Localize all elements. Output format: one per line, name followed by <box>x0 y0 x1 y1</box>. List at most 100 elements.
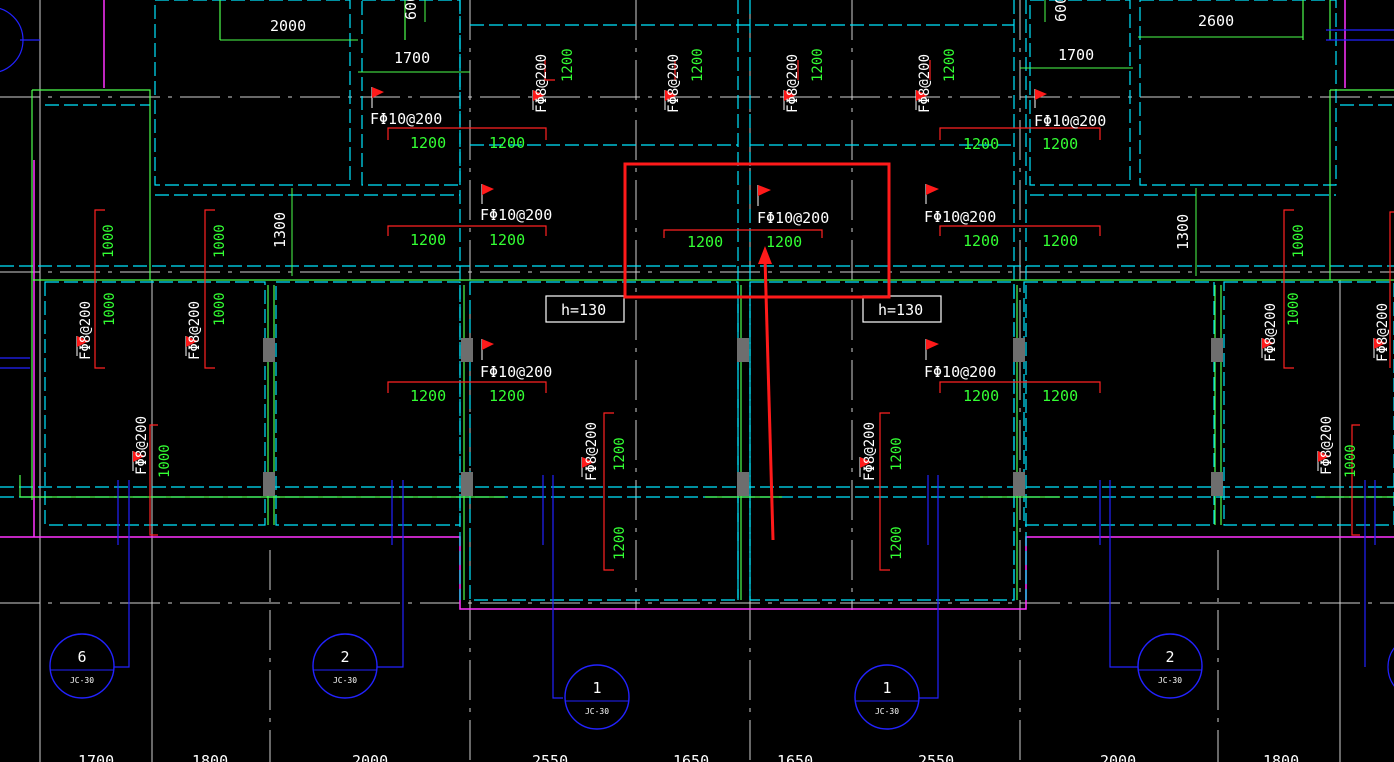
bubble-number: 2 <box>340 648 349 666</box>
bubble-ref: JC-30 <box>1158 676 1182 685</box>
rebar-label: FΦ10@200 <box>924 208 996 226</box>
dim-600-right: 600 <box>1052 0 1070 22</box>
flag-icon <box>783 90 796 110</box>
rebar-label: FΦ10@200 <box>480 206 552 224</box>
length-label: 1000 <box>157 444 173 478</box>
flag-icon <box>664 90 677 110</box>
flag-icon <box>185 336 198 356</box>
foundation-bubble[interactable]: 2 JC-30 <box>1137 633 1203 699</box>
length-label: 1200 <box>410 387 446 405</box>
flag-icon <box>1034 89 1047 108</box>
foundation-bubble[interactable]: 6 JC-30 <box>49 633 115 699</box>
bubble-number: 1 <box>882 679 891 697</box>
foundation-bubble[interactable]: 2 JC-30 <box>312 633 378 699</box>
rebar-label: FΦ8@200 <box>785 54 801 113</box>
rebar-label: FΦ8@200 <box>1319 416 1335 475</box>
length-label: 1200 <box>489 387 525 405</box>
slab-outlines <box>19 0 1394 600</box>
columns <box>263 338 1223 496</box>
length-label: 1200 <box>810 48 826 82</box>
rebar-lines <box>94 60 1394 571</box>
axis-dim: 1700 <box>78 752 114 762</box>
axis-dim: 2000 <box>352 752 388 762</box>
dimension-lines <box>220 0 1303 276</box>
highlight-box <box>623 162 891 299</box>
dim-1700-left: 1700 <box>394 49 430 67</box>
foundation-boundary <box>0 0 1394 610</box>
length-label: 1200 <box>1042 387 1078 405</box>
length-label: 1200 <box>942 48 958 82</box>
rebar-label: FΦ10@200 <box>1034 112 1106 130</box>
partial-bubble-top-left <box>0 7 24 73</box>
leader-lines <box>0 29 1394 699</box>
length-label: 1200 <box>963 135 999 153</box>
axis-dim: 1800 <box>192 752 228 762</box>
rebar-label: FΦ8@200 <box>862 422 878 481</box>
rebar-label: FΦ10@200 <box>924 363 996 381</box>
rebar-label: FΦ8@200 <box>78 301 94 360</box>
rebar-spec-labels-vertical: FΦ8@200 FΦ8@200 FΦ8@200 FΦ8@200 FΦ8@200 … <box>78 54 1391 481</box>
axis-dim: 1800 <box>1263 752 1299 762</box>
slab-thickness-text: h=130 <box>878 301 923 319</box>
dim-600-left: 600 <box>402 0 420 20</box>
flag-icon <box>481 184 494 204</box>
axis-dim: 2000 <box>1100 752 1136 762</box>
bubble-ref: JC-30 <box>585 707 609 716</box>
flag-icon <box>925 339 939 360</box>
rebar-length-labels: 1200 1200 1200 1200 1200 1200 1200 1200 … <box>410 134 1078 405</box>
slab-thickness-tag-left[interactable]: h=130 <box>545 295 625 323</box>
bubble-ref: JC-30 <box>70 676 94 685</box>
length-label: 1200 <box>687 233 723 251</box>
bubble-number: 1 <box>592 679 601 697</box>
rebar-label: FΦ8@200 <box>917 54 933 113</box>
flag-icon <box>132 451 145 471</box>
slab-thickness-text: h=130 <box>561 301 606 319</box>
length-label: 1200 <box>963 232 999 250</box>
length-label: 1200 <box>410 231 446 249</box>
rebar-flags <box>76 87 1386 477</box>
length-label: 1200 <box>489 231 525 249</box>
rebar-label: FΦ10@200 <box>757 209 829 227</box>
length-label: 1000 <box>102 292 118 326</box>
length-label: 1200 <box>1042 232 1078 250</box>
dim-2600: 2600 <box>1198 12 1234 30</box>
rebar-label: FΦ8@200 <box>534 54 550 113</box>
flag-icon <box>859 457 872 477</box>
flag-icon <box>532 90 545 110</box>
foundation-bubble[interactable]: 1 JC-30 <box>854 664 920 730</box>
length-label: 1000 <box>101 224 117 258</box>
length-label: 1200 <box>612 526 628 560</box>
flag-icon <box>757 185 771 206</box>
length-label: 1000 <box>212 224 228 258</box>
partial-bubble-right <box>1387 647 1394 687</box>
length-label: 1200 <box>489 134 525 152</box>
length-label: 1200 <box>410 134 446 152</box>
length-label: 1200 <box>889 437 905 471</box>
wall-outlines <box>0 0 1394 601</box>
flag-icon <box>481 339 494 360</box>
bubble-ref: JC-30 <box>333 676 357 685</box>
slab-thickness-tag-right[interactable]: h=130 <box>862 295 942 323</box>
annotation-arrow <box>758 246 775 541</box>
rebar-label: FΦ8@200 <box>584 422 600 481</box>
rebar-label: FΦ8@200 <box>1263 303 1279 362</box>
rebar-label: FΦ8@200 <box>1375 303 1391 362</box>
length-label: 1000 <box>1286 292 1302 326</box>
bubble-ref: JC-30 <box>875 707 899 716</box>
flag-icon <box>915 90 928 110</box>
length-label: 1000 <box>212 292 228 326</box>
axis-dim: 2550 <box>918 752 954 762</box>
dim-1300-left: 1300 <box>271 212 289 248</box>
length-label: 1200 <box>612 437 628 471</box>
flag-icon <box>76 336 89 356</box>
flag-icon <box>1373 338 1386 358</box>
bubble-number: 6 <box>77 648 86 666</box>
axis-dim: 1650 <box>777 752 813 762</box>
bubble-number: 2 <box>1165 648 1174 666</box>
flag-icon <box>925 184 939 204</box>
length-label: 1200 <box>766 233 802 251</box>
axis-dim: 2550 <box>532 752 568 762</box>
foundation-bubble[interactable]: 1 JC-30 <box>564 664 630 730</box>
rebar-label: FΦ10@200 <box>480 363 552 381</box>
